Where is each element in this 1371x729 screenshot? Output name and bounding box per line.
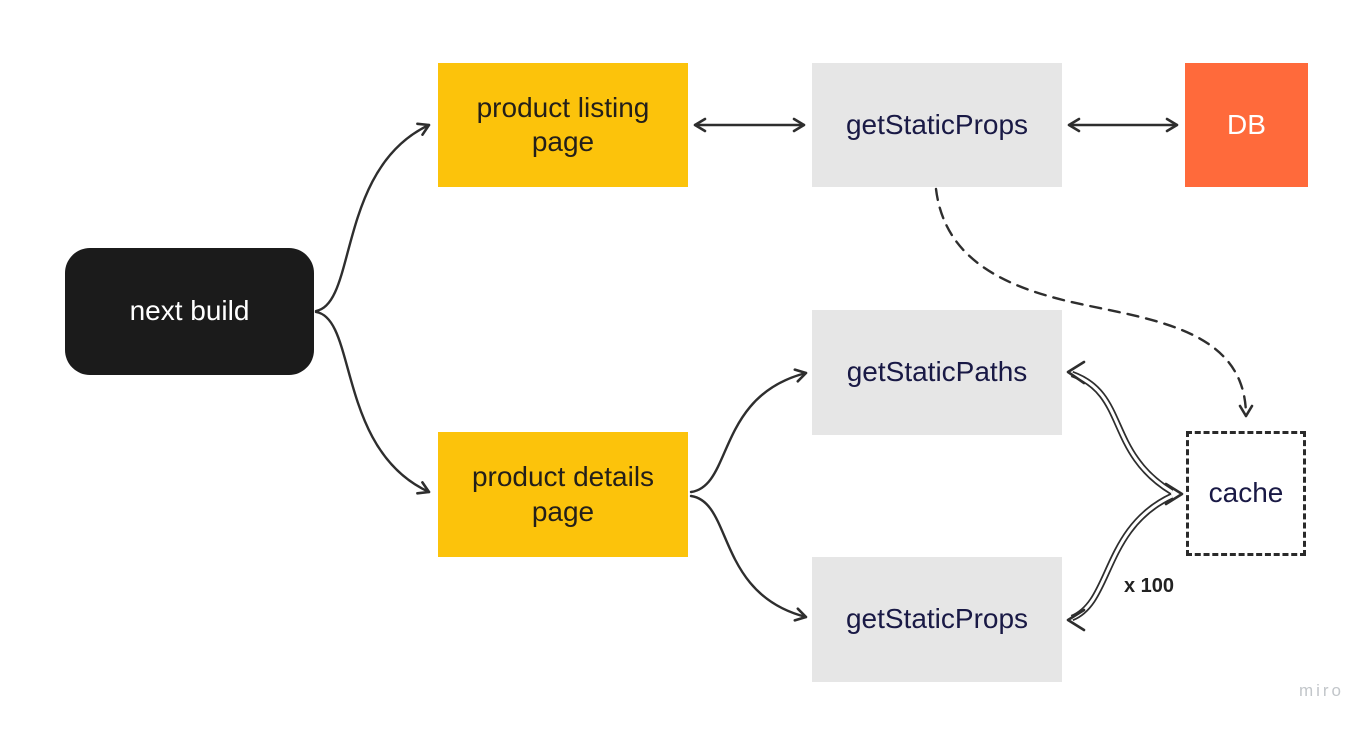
double-line-arrowheads — [1066, 360, 1184, 632]
node-next-build[interactable]: next build — [65, 248, 314, 375]
connector-multiplier-label: x 100 — [1124, 575, 1175, 597]
node-get-static-paths-label: getStaticPaths — [846, 356, 1028, 388]
node-get-static-props-top-label: getStaticProps — [845, 108, 1029, 140]
connector-propsbottom-to-cache[interactable] — [1070, 493, 1174, 622]
connector-details-to-paths[interactable] — [689, 368, 808, 494]
connector-propstop-to-cache-dashed[interactable] — [934, 187, 1254, 418]
miro-watermark: miro — [1298, 681, 1344, 700]
connector-details-to-propsbottom[interactable] — [689, 494, 808, 622]
node-db[interactable]: DB — [1185, 63, 1308, 187]
node-get-static-props-bottom[interactable]: getStaticProps — [812, 557, 1062, 682]
connector-paths-to-cache[interactable] — [1070, 370, 1174, 495]
node-next-build-label: next build — [129, 295, 250, 327]
node-product-details-page[interactable]: product details page — [438, 432, 688, 557]
node-db-label: DB — [1227, 108, 1266, 140]
node-product-listing-page[interactable]: product listing page — [438, 63, 688, 187]
node-cache[interactable]: cache — [1186, 431, 1306, 556]
node-cache-label: cache — [1208, 477, 1284, 509]
node-get-static-paths[interactable]: getStaticPaths — [812, 310, 1062, 435]
connector-nextbuild-to-details[interactable] — [314, 310, 431, 495]
node-product-details-page-label: product details page — [471, 461, 655, 527]
connector-nextbuild-to-listing[interactable] — [314, 122, 431, 313]
node-product-listing-page-label: product listing page — [476, 91, 650, 157]
node-get-static-props-bottom-label: getStaticProps — [845, 603, 1029, 635]
node-get-static-props-top[interactable]: getStaticProps — [812, 63, 1062, 187]
